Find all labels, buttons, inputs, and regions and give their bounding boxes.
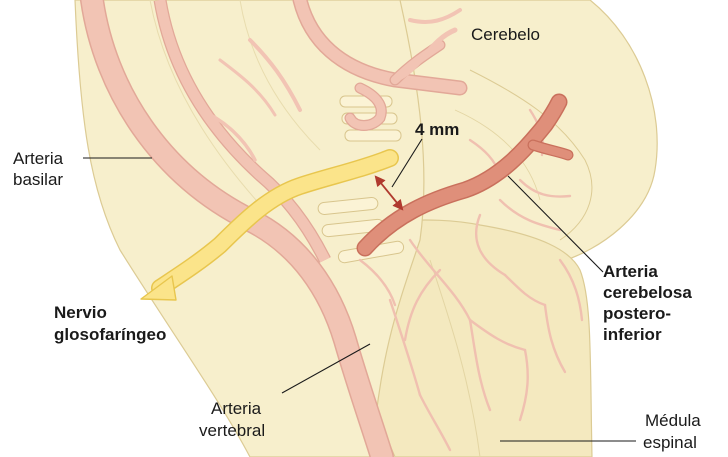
label-nervio-line1: Nervio — [54, 303, 107, 322]
label-cerebelo: Cerebelo — [471, 25, 540, 44]
label-arteria-cerebelosa: Arteria cerebelosa postero- inferior — [603, 262, 697, 344]
label-arteria-basilar-line1: Arteria — [13, 149, 64, 168]
label-measurement: 4 mm — [415, 120, 459, 139]
label-medula-espinal: Médula espinal — [643, 411, 706, 452]
label-arteria-vertebral-line2: vertebral — [199, 421, 265, 440]
label-cerebelosa-line1: Arteria — [603, 262, 658, 281]
label-arteria-basilar-line2: basilar — [13, 170, 63, 189]
label-cerebelosa-line2: cerebelosa — [603, 283, 692, 302]
label-nervio-line2: glosofaríngeo — [54, 325, 166, 344]
label-nervio-glosofaringeo: Nervio glosofaríngeo — [54, 303, 166, 344]
label-cerebelosa-line4: inferior — [603, 325, 662, 344]
label-medula-line2: espinal — [643, 433, 697, 452]
label-arteria-vertebral-line1: Arteria — [211, 399, 262, 418]
label-arteria-basilar: Arteria basilar — [13, 149, 68, 189]
label-medula-line1: Médula — [645, 411, 701, 430]
label-cerebelosa-line3: postero- — [603, 304, 671, 323]
